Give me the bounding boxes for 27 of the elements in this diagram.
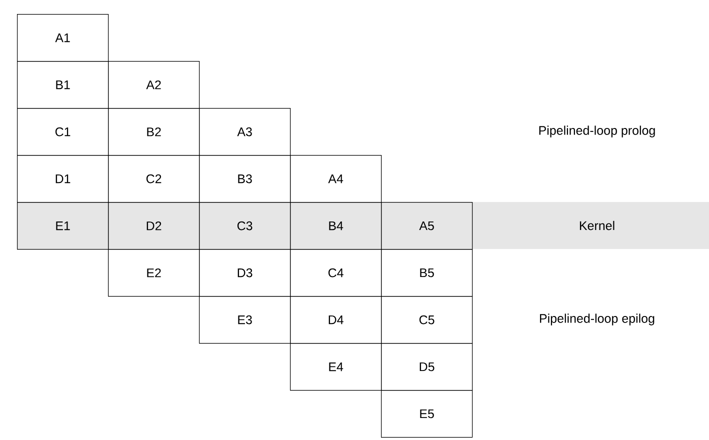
table-cell: E1: [17, 202, 109, 250]
table-cell: D3: [199, 249, 291, 297]
table-cell: D4: [290, 296, 382, 344]
table-cell: E2: [108, 249, 200, 297]
table-cell: A3: [199, 108, 291, 156]
table-cell: A4: [290, 155, 382, 203]
table-cell: E4: [290, 343, 382, 391]
table-cell: E5: [381, 390, 473, 438]
table-cell: D5: [381, 343, 473, 391]
table-cell: B3: [199, 155, 291, 203]
phase-label: Pipelined-loop prolog: [539, 126, 655, 138]
table-cell: B4: [290, 202, 382, 250]
table-cell: D1: [17, 155, 109, 203]
table-cell: C2: [108, 155, 200, 203]
table-cell: B5: [381, 249, 473, 297]
table-cell: D2: [108, 202, 200, 250]
table-cell: C5: [381, 296, 473, 344]
table-cell: B1: [17, 61, 109, 109]
table-cell: A2: [108, 61, 200, 109]
table-cell: C3: [199, 202, 291, 250]
table-cell: B2: [108, 108, 200, 156]
table-cell: C4: [290, 249, 382, 297]
table-cell: C1: [17, 108, 109, 156]
table-cell: E3: [199, 296, 291, 344]
table-cell: A5: [381, 202, 473, 250]
table-cell: A1: [17, 14, 109, 62]
phase-label: Pipelined-loop epilog: [540, 314, 654, 326]
